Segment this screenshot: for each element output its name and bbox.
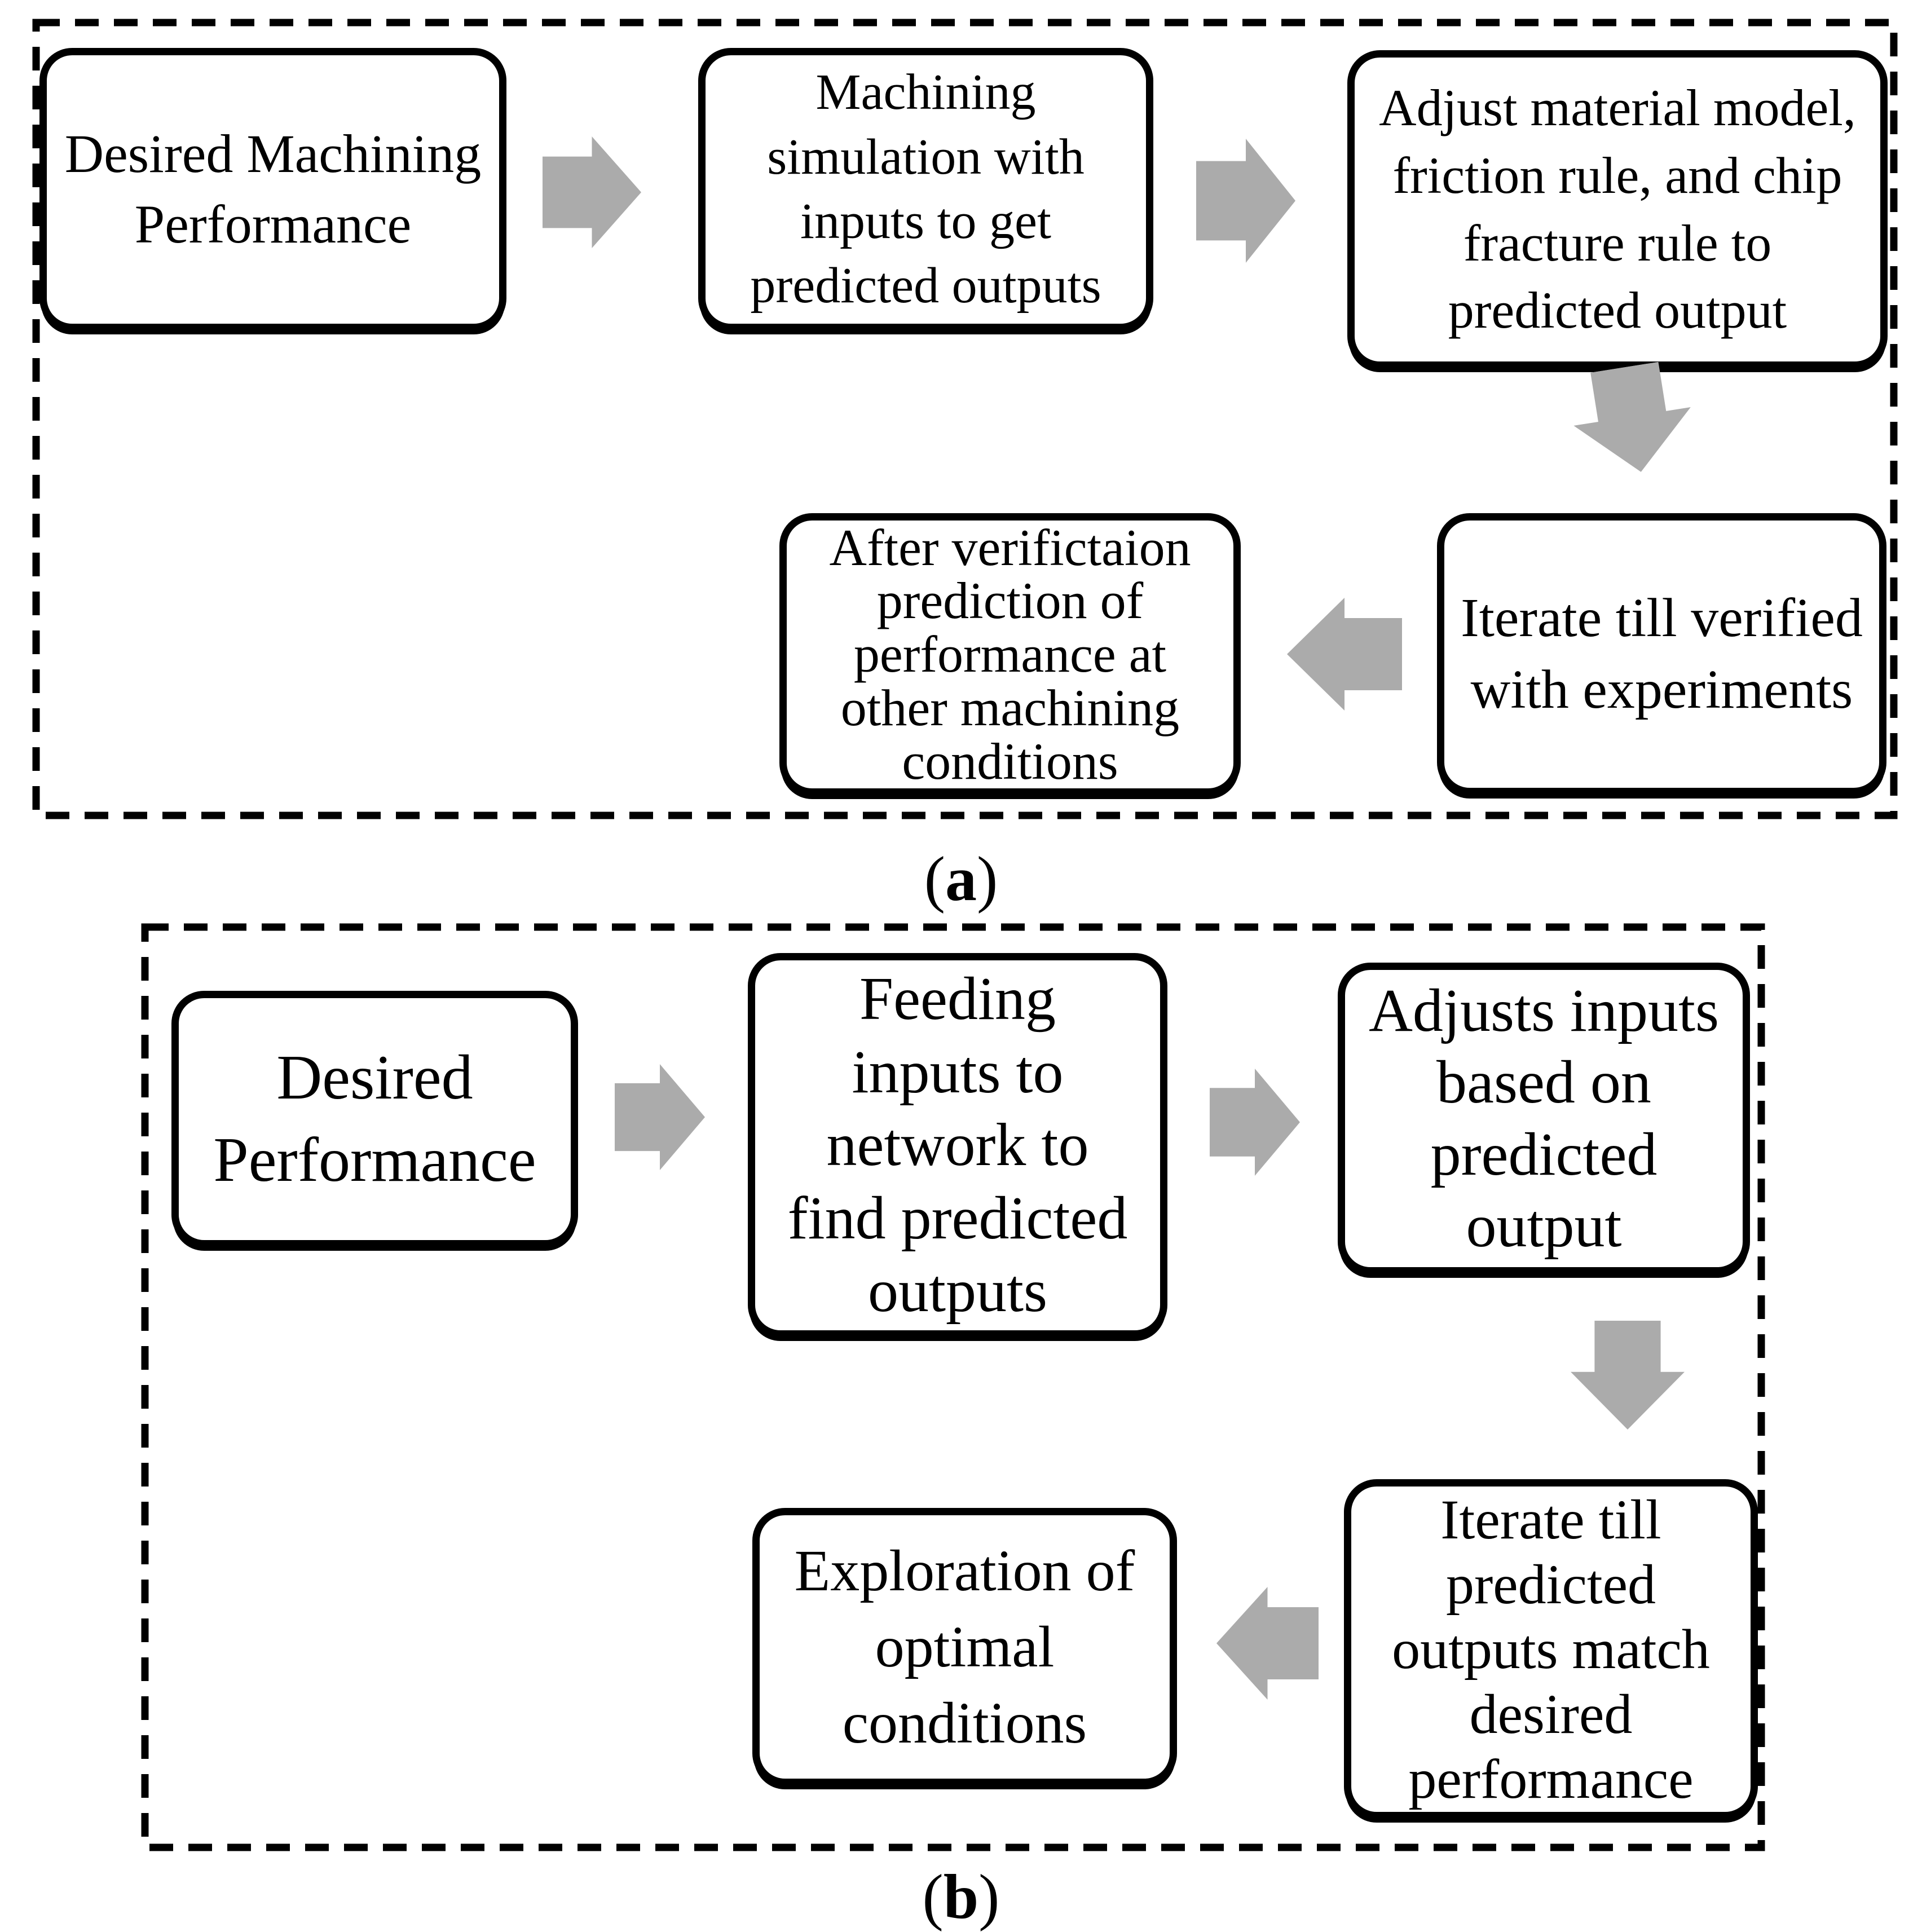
caption-b-paren-close: ): [978, 1862, 1000, 1932]
caption-b-paren-open: (: [922, 1862, 944, 1932]
machining-simulation-node: Machining simulation with inputs to get …: [698, 48, 1153, 331]
caption-a-paren-open: (: [924, 844, 945, 914]
panel-a-dashed-border: [32, 19, 1898, 819]
panel-b-network-flowchart: Desired Performance Feeding inputs to ne…: [141, 923, 1765, 1851]
caption-b-letter: b: [943, 1862, 979, 1932]
caption-a-paren-close: ): [977, 844, 998, 914]
caption-a-letter: a: [945, 844, 977, 914]
iterate-till-match-node: Iterate till predicted outputs match des…: [1344, 1479, 1758, 1819]
panel-b-dashed-border: [141, 923, 1765, 1851]
panel-b-caption: (b): [0, 1865, 1922, 1929]
desired-machining-performance-node: Desired Machining Performance: [39, 48, 506, 331]
iterate-till-verified-node: Iterate till verified with experiments: [1437, 513, 1886, 795]
prediction-after-verification-node: After verifictaion prediction of perform…: [779, 513, 1241, 796]
exploration-optimal-node: Exploration of optimal conditions: [752, 1508, 1177, 1786]
panel-a-caption: (a): [0, 848, 1922, 911]
adjust-material-model-node: Adjust material model, friction rule, an…: [1347, 50, 1888, 369]
panel-a-simulation-flowchart: Desired Machining Performance Machining …: [32, 19, 1898, 819]
adjusts-inputs-node: Adjusts inputs based on predicted output: [1338, 963, 1750, 1274]
feeding-inputs-node: Feeding inputs to network to find predic…: [748, 953, 1167, 1338]
desired-performance-node: Desired Performance: [171, 991, 578, 1247]
